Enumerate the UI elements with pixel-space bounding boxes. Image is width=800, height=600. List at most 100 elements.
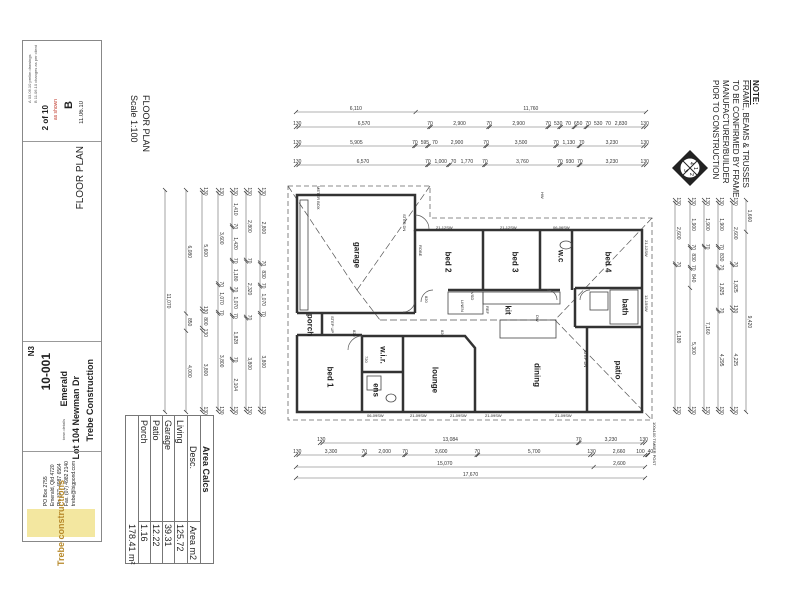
area-row-value: 12.22	[151, 524, 161, 547]
dimension-label: 130	[202, 187, 208, 196]
dimension-tick	[640, 440, 645, 446]
dimension-tick	[577, 162, 583, 168]
compass-q2: 2	[688, 173, 694, 176]
dimension-tick	[229, 223, 235, 228]
dimension-tick	[243, 409, 249, 415]
dimension-label: 130	[260, 187, 266, 196]
dimension-label: 130	[690, 406, 696, 415]
dimension-tick	[361, 452, 366, 458]
area-row-desc: Living	[175, 420, 185, 444]
dimension-label: 70	[402, 449, 408, 455]
dimension-tick	[428, 124, 433, 130]
revision-date: 03.06.10	[27, 83, 32, 100]
dimension-label: 70	[482, 159, 488, 165]
timber-post-note: 100x100 TIMBER POST	[652, 422, 657, 466]
dimension-tick	[483, 143, 488, 149]
dimension-label: 840	[690, 274, 696, 283]
dimension-tick	[199, 187, 205, 193]
dimension-tick	[293, 475, 299, 481]
dimension-tick	[553, 143, 558, 149]
dimension-tick	[199, 328, 205, 333]
dimension-tick	[229, 286, 235, 291]
dimension-label: 2,900	[512, 121, 525, 127]
client-name: Trebe Construction	[85, 359, 95, 442]
dimension-label: 130	[260, 406, 266, 415]
dimension-tick	[701, 409, 707, 415]
dimension-tick	[320, 440, 325, 446]
dimension-label: 3,230	[606, 140, 619, 146]
dimension-label: 1,420	[232, 237, 238, 250]
dimension-tick	[199, 309, 205, 314]
dimension-label: 70	[675, 262, 681, 268]
dimension-label: 130	[641, 159, 650, 165]
dimension-tick	[545, 124, 550, 130]
dimension-label: 130	[732, 305, 738, 314]
dimension-tick	[687, 406, 693, 412]
town: Emerald	[59, 371, 69, 407]
revision-list: A 03.06.10 prelim drawings B 11.06.10 ch…	[27, 45, 39, 103]
revision-id: B	[33, 100, 38, 104]
dimension-tick	[229, 257, 235, 263]
dimension-tick	[424, 162, 430, 168]
dimension-tick	[715, 264, 721, 269]
dimension-tick	[558, 124, 564, 130]
door-720: 720	[364, 356, 369, 363]
dimension-tick	[413, 109, 418, 115]
dimension-label: 130	[704, 406, 710, 415]
dimension-label: 130	[246, 406, 252, 415]
dimension-tick	[257, 284, 263, 289]
job-number: 10-001	[39, 353, 53, 391]
door-820-c: 820	[352, 330, 357, 337]
dimension-tick	[642, 464, 648, 470]
dimension-tick	[557, 124, 562, 130]
dimension-tick	[645, 452, 651, 458]
sheet-title: FLOOR PLAN	[75, 146, 86, 210]
dimension-label: 1,825	[718, 283, 724, 296]
drawing-title: FLOOR PLAN	[141, 95, 151, 153]
dimension-label: 5,905	[350, 140, 363, 146]
dimension-tick	[701, 406, 707, 412]
dimension-label: 2,900	[451, 140, 464, 146]
dimension-tick	[215, 282, 221, 288]
area-row-desc: Patio	[151, 420, 161, 441]
dimension-tick	[183, 187, 189, 193]
dimension-label: 70	[451, 159, 457, 165]
dimension-tick	[643, 162, 649, 168]
dimension-tick	[296, 124, 301, 130]
dimension-label: 70	[412, 140, 418, 146]
dimension-label: 70	[427, 121, 433, 127]
dimension-tick	[715, 265, 721, 271]
dimension-tick	[411, 143, 417, 149]
room-kit: kit	[503, 305, 513, 315]
dimension-tick	[243, 316, 249, 321]
dimension-label: 130	[718, 197, 724, 206]
dimension-label: 7,160	[704, 322, 710, 335]
dimension-tick	[715, 309, 721, 314]
note-line: FRAME, BEAMS & TRUSSES	[741, 80, 750, 188]
dimension-tick	[715, 307, 721, 313]
dimension-tick	[243, 187, 249, 193]
dimension-label: 2,800	[260, 222, 266, 235]
dimension-label: 1,900	[704, 218, 710, 231]
room-bed3: bed 3	[510, 251, 520, 273]
dimension-tick	[199, 409, 205, 415]
dimension-tick	[729, 197, 735, 203]
dimension-label: 6,080	[186, 245, 192, 258]
dimension-label: 130	[690, 197, 696, 206]
dimension-tick	[687, 409, 693, 415]
dimension-label: 1,660	[746, 210, 752, 223]
dimension-tick	[229, 314, 235, 319]
dimension-label: 2,600	[613, 461, 626, 467]
dimension-label: 130	[202, 329, 208, 338]
dimension-tick	[474, 452, 479, 458]
dimension-label: 70	[732, 262, 738, 268]
dimension-tick	[576, 162, 582, 168]
dimension-label: 3,800	[246, 357, 252, 370]
area-row-value: 125.72	[175, 524, 185, 552]
roof-hip-lines	[287, 185, 653, 421]
dimension-tick	[199, 325, 205, 331]
dimension-label: 130	[641, 121, 650, 127]
drawing-title-block: FLOOR PLAN Scale 1:100	[128, 95, 152, 152]
dimension-tick	[643, 109, 649, 115]
dimension-tick	[229, 288, 235, 293]
